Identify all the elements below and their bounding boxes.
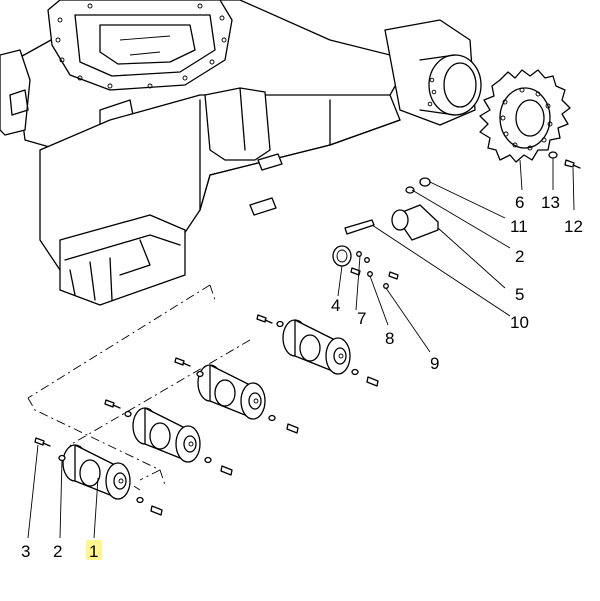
track-roller-4 [282,319,351,375]
undercarriage-frame [0,0,482,306]
track-roller-1 [62,444,131,500]
group-outline [27,284,216,486]
callout-2-bottom[interactable]: 2 [53,542,62,561]
callout-8[interactable]: 8 [385,329,394,348]
track-roller-3 [197,364,266,420]
track-roller-2 [132,407,201,463]
leader-lines [27,158,575,539]
selected-part-highlight [86,540,102,560]
callout-10[interactable]: 10 [510,313,529,332]
callout-13[interactable]: 13 [541,193,560,212]
callout-1[interactable]: 1 [89,542,98,561]
callout-4[interactable]: 4 [331,296,340,315]
callout-labels: 6 13 12 11 2 5 10 4 7 8 9 3 2 1 [21,193,583,561]
sprocket-bolt-washer [548,151,581,169]
cylinder-assembly [344,177,439,241]
roller-hardware [34,314,379,516]
sprocket-wheel [479,69,571,163]
callout-7[interactable]: 7 [357,309,366,328]
callout-12[interactable]: 12 [564,217,583,236]
callout-2-top[interactable]: 2 [515,247,524,266]
callout-5[interactable]: 5 [515,285,524,304]
pin-ring-hardware [332,245,399,289]
callout-9[interactable]: 9 [430,354,439,373]
callout-11[interactable]: 11 [510,217,528,236]
callout-6[interactable]: 6 [515,193,524,212]
callout-3[interactable]: 3 [21,542,30,561]
